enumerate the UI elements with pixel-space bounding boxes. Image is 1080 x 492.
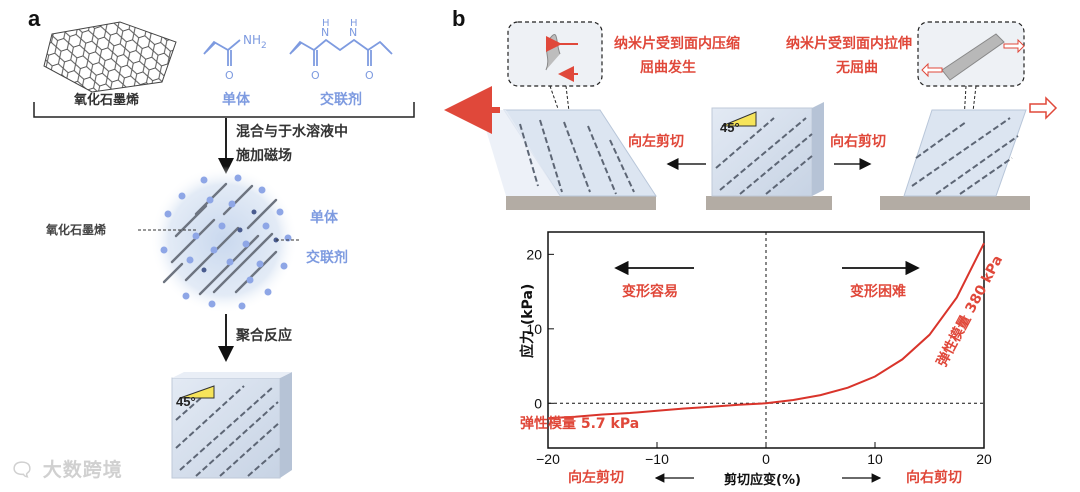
dispersion-crosslinker-label: 交联剂	[306, 249, 348, 266]
gel-center	[706, 102, 832, 210]
monomer-label: 单体	[222, 91, 251, 108]
crosslinker-h1-text: H	[322, 18, 330, 29]
crosslinker-o1-text: O	[311, 69, 320, 82]
crosslinker-n1-text: N	[321, 26, 329, 39]
y-tick-label: 20	[526, 246, 542, 262]
crosslinker-o2-text: O	[365, 69, 374, 82]
watermark-text: 大数跨境	[42, 459, 123, 481]
x-tick-label: 10	[867, 451, 883, 467]
graphene-oxide-label: 氧化石墨烯	[73, 92, 139, 108]
stress-strain-chart: −20 −10 0 10 20 0 10 20	[526, 231, 992, 467]
callout-left-line2: 屈曲发生	[640, 59, 696, 76]
step2-label: 聚合反应	[235, 327, 292, 344]
annotation-easy: 变形容易	[622, 283, 678, 300]
crosslinker-structure-icon	[289, 38, 393, 66]
crosslinker-label: 交联剂	[320, 91, 362, 108]
monomer-o-text: O	[225, 69, 234, 82]
crosslinker-n2-text: N	[349, 26, 357, 39]
stress-strain-curve	[547, 242, 985, 420]
gel-sheared-left	[444, 86, 657, 210]
panel-b-label: b	[452, 6, 465, 31]
y-tick-label: 0	[534, 395, 542, 411]
x-tick-label: 20	[976, 451, 992, 467]
shear-right-label: 向右剪切	[830, 133, 886, 150]
shear-left-label: 向左剪切	[628, 133, 684, 150]
step1-line1: 混合与于水溶液中	[236, 123, 348, 140]
cube-b-angle-label: 45°	[720, 120, 740, 135]
x-tick-label: 0	[762, 451, 770, 467]
x-tick-label: −20	[536, 451, 560, 467]
cube-a-angle-label: 45°	[176, 394, 196, 409]
annotation-modulus-low: 弹性模量 5.7 kPa	[520, 415, 639, 432]
chart-ylabel: 应力 (kPa)	[519, 284, 536, 358]
callout-right-line1: 纳米片受到面内拉伸	[786, 35, 912, 52]
x-tick-label: −10	[645, 451, 669, 467]
chart-shear-left-label: 向左剪切	[568, 469, 624, 486]
step1-line2: 施加磁场	[236, 147, 292, 164]
chart-xlabel: 剪切应变(%)	[724, 472, 801, 488]
callout-left-line1: 纳米片受到面内压缩	[614, 35, 740, 52]
dispersion-monomer-label: 单体	[310, 209, 339, 226]
graphene-oxide-sheet-icon	[43, 21, 177, 93]
gel-sheared-right	[880, 96, 1058, 210]
crosslinker-h2-text: H	[350, 18, 358, 29]
monomer-nh2-text: NH2	[243, 33, 267, 51]
dispersion-graphene-label: 氧化石墨烯	[45, 222, 106, 237]
callout-right-line2: 无屈曲	[835, 59, 878, 76]
components-bracket	[33, 102, 415, 118]
watermark: 🗨 大数跨境	[10, 459, 123, 481]
chart-shear-right-label: 向右剪切	[906, 469, 962, 486]
hydrogel-cube	[171, 372, 292, 479]
panel-a-label: a	[28, 6, 41, 31]
monomer-structure-icon	[203, 39, 241, 66]
aligned-dispersion	[150, 166, 298, 314]
annotation-hard: 变形困难	[850, 283, 906, 300]
y-tick-label: 10	[526, 321, 542, 337]
